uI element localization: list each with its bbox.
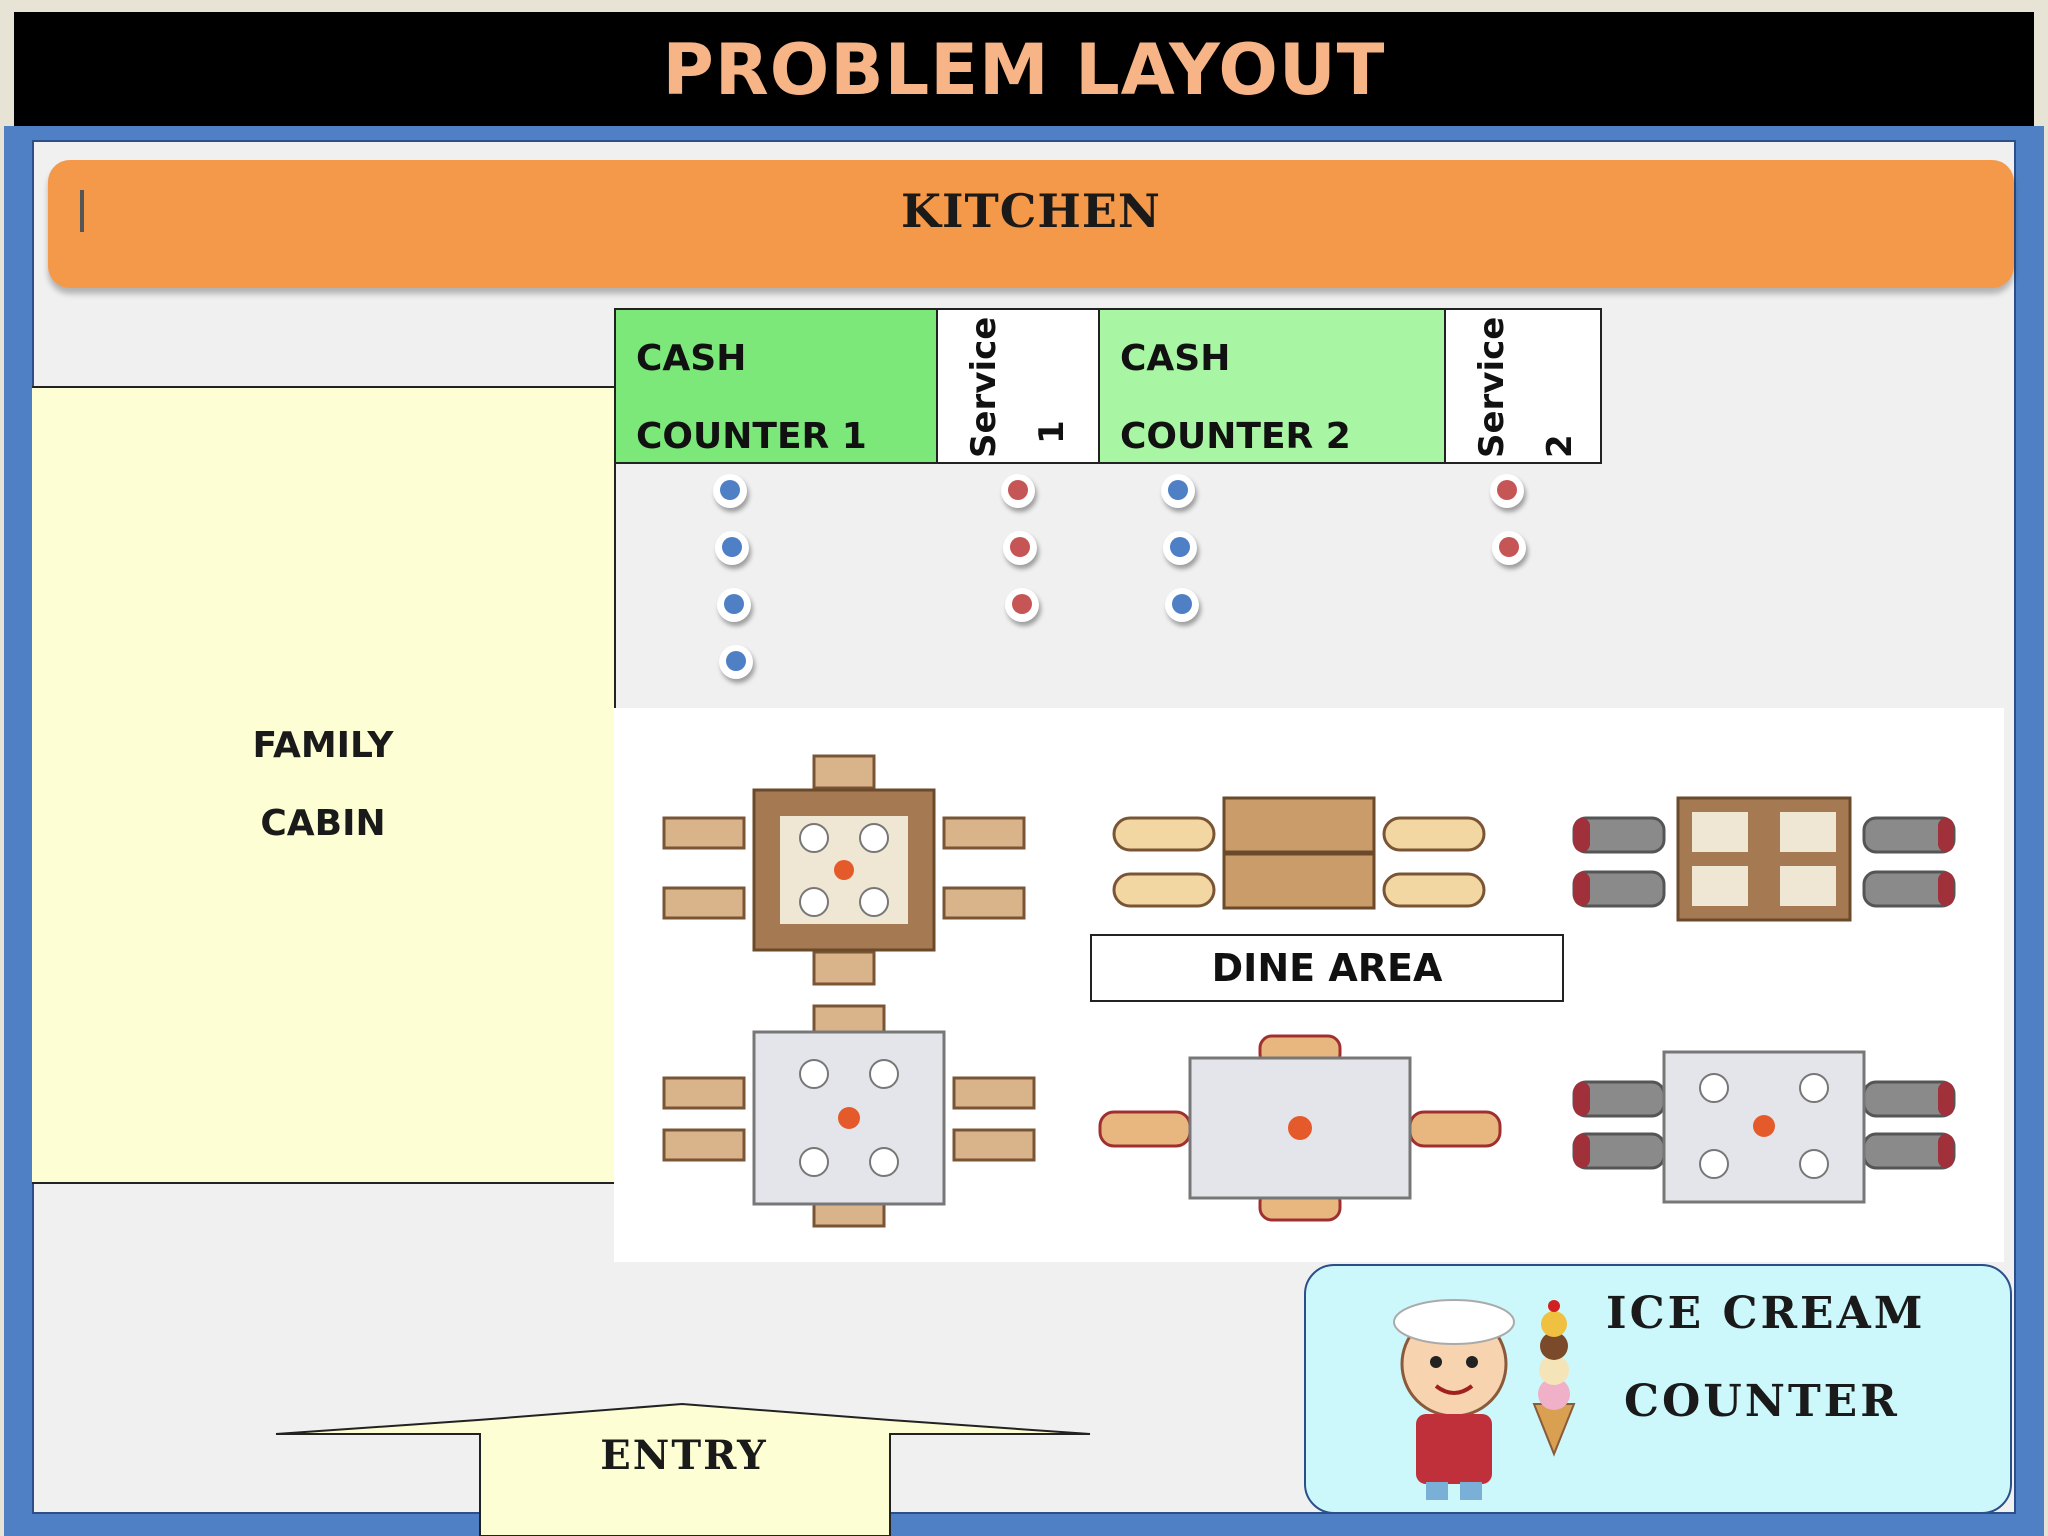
entry-label: ENTRY [600,1432,768,1479]
cash-counter-1: CASH COUNTER 1 [616,310,938,462]
counter-row: CASH COUNTER 1 Service 1 CASH COUNTER 2 … [614,308,1602,464]
cash-counter-1-line1: CASH [636,338,747,379]
family-cabin-zone: FAMILY CABIN [32,386,616,1184]
table-6 [1572,1050,1956,1204]
service2-queue-dot [1492,531,1526,565]
cash-counter-1-line2: COUNTER 1 [636,416,867,457]
service-1-line2: 1 [1032,420,1072,444]
table-4 [662,1004,1036,1228]
table-3 [1572,796,1956,922]
service-2-line1: Service [1472,316,1512,458]
title-bar: PROBLEM LAYOUT [14,12,2034,128]
cash1-queue-dot [719,645,753,679]
service1-queue-dot [1005,588,1039,622]
cash2-queue-dot [1163,531,1197,565]
cash-counter-2: CASH COUNTER 2 [1100,310,1446,462]
kitchen-label: KITCHEN [901,184,1161,238]
cash2-queue-dot [1161,474,1195,508]
service-counter-2: Service 2 [1446,310,1600,462]
service2-queue-dot [1490,474,1524,508]
ice-cream-label-line1: ICE CREAM [1606,1288,1926,1339]
cash1-queue-dot [713,474,747,508]
dine-area-label-box: DINE AREA [1090,934,1564,1002]
table-2 [1112,796,1486,910]
service1-queue-dot [1001,474,1035,508]
table-5 [1098,1034,1502,1222]
cash-counter-2-line2: COUNTER 2 [1120,416,1351,457]
ice-cream-mascot-icon [1393,1299,1576,1500]
family-cabin-label-line1: FAMILY [252,725,394,766]
cash1-queue-dot [715,531,749,565]
ice-cream-counter: ICE CREAM COUNTER [1304,1264,2012,1514]
entry-arrow [275,1402,1091,1536]
page-title: PROBLEM LAYOUT [662,29,1386,111]
dine-area-label: DINE AREA [1211,946,1443,990]
cash1-queue-dot [717,588,751,622]
kitchen-zone: KITCHEN [48,160,2014,288]
ice-cream-label-line2: COUNTER [1624,1376,1900,1427]
cash2-queue-dot [1165,588,1199,622]
text-cursor [80,190,84,232]
table-1 [662,754,1026,986]
cash-counter-2-line1: CASH [1120,338,1231,379]
service-2-line2: 2 [1540,434,1580,458]
service-counter-1: Service 1 [938,310,1100,462]
service1-queue-dot [1003,531,1037,565]
service-1-line1: Service [964,316,1004,458]
tables-drawing [662,754,1956,1228]
family-cabin-label-line2: CABIN [260,803,386,844]
